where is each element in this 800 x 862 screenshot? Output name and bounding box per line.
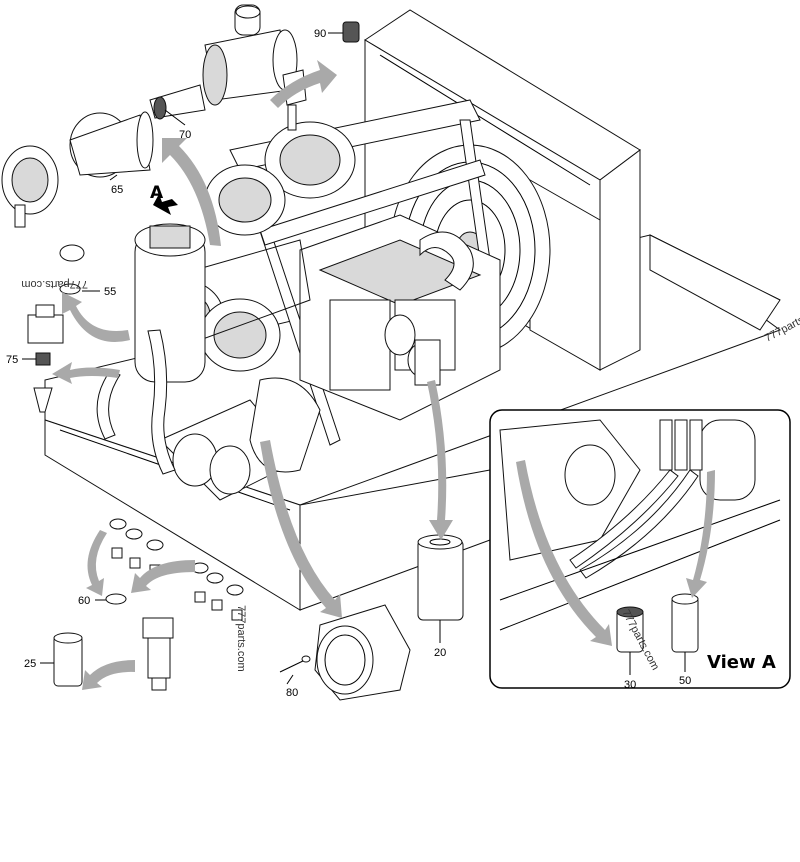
view-a-label: View A [707, 652, 776, 673]
view-a-inset [489, 409, 791, 689]
fuel-filter-25 [53, 617, 174, 691]
engine-block [299, 214, 501, 421]
callout-70: 70 [179, 129, 191, 141]
view-a-marker: A [150, 183, 164, 203]
inlet-housing [279, 604, 411, 701]
callout-75: 75 [6, 354, 18, 366]
callout-25: 25 [24, 658, 36, 670]
callout-labels: 90 70 65 55 75 60 25 80 20 30 50 [6, 28, 691, 699]
separator-tank [134, 223, 206, 383]
exploded-arrows [52, 60, 715, 690]
callout-60: 60 [78, 595, 90, 607]
oil-filter-20 [417, 534, 464, 621]
callout-50: 50 [679, 675, 691, 687]
air-cleaner-exploded [1, 4, 298, 228]
callout-20: 20 [434, 647, 446, 659]
watermark-2: 777parts.com [235, 605, 247, 672]
watermark-1: 777parts.com [21, 278, 88, 290]
fittings-cluster [105, 518, 244, 621]
compressor-airend [159, 377, 321, 501]
callout-30: 30 [624, 679, 636, 691]
callout-80: 80 [286, 687, 298, 699]
hoses [96, 329, 176, 475]
callout-90: 90 [314, 28, 326, 40]
callout-65: 65 [111, 184, 123, 196]
callout-55: 55 [104, 286, 116, 298]
leader-lines [22, 32, 686, 685]
left-small-parts [27, 244, 85, 413]
